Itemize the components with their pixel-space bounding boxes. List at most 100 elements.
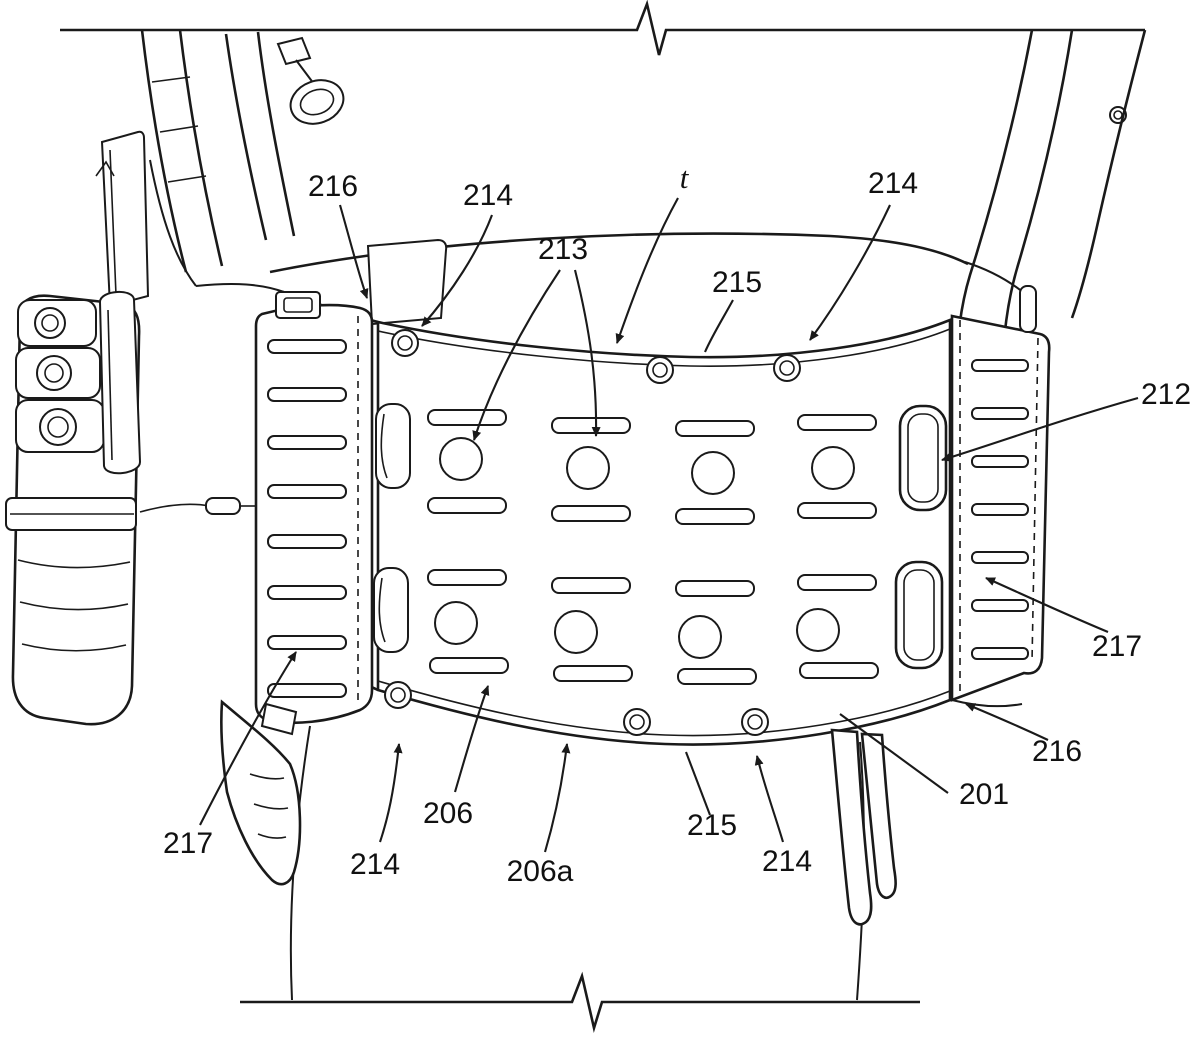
molle-slot: [427, 409, 507, 426]
grommet: [384, 681, 412, 709]
molle-slot: [797, 574, 877, 591]
pouch-grommet: [39, 408, 77, 446]
ref-label-217-right: 217: [1092, 630, 1142, 663]
ref-label-216-bottom-right: 216: [1032, 735, 1082, 768]
grommets: [384, 329, 801, 736]
panel-buckle: [275, 291, 321, 319]
ref-label-201: 201: [959, 778, 1009, 811]
molle-slot: [675, 420, 755, 437]
side-panel-left: [254, 291, 374, 725]
attachment-hooks-left: [373, 403, 411, 653]
leader-201: [839, 713, 949, 794]
grommet: [741, 708, 769, 736]
side-panel-right: [950, 285, 1051, 708]
hanging-strap: [860, 732, 897, 899]
grommet: [773, 354, 801, 382]
molle-slot: [267, 635, 347, 650]
molle-slot: [267, 387, 347, 402]
webbing-straps-right: [894, 404, 948, 670]
molle-slot: [971, 503, 1029, 516]
molle-slot: [971, 599, 1029, 612]
leader-t: [615, 197, 679, 344]
hanging-strap: [830, 728, 873, 926]
molle-slot: [551, 417, 631, 434]
molle-slot: [553, 665, 633, 682]
ref-label-214-top-left: 214: [463, 179, 513, 212]
molle-hole: [554, 610, 598, 654]
molle-hole: [811, 446, 855, 490]
ref-label-214-bottom-left: 214: [350, 848, 400, 881]
ref-label-212: 212: [1141, 378, 1191, 411]
molle-slots: [427, 409, 879, 685]
lower-flap: [220, 699, 302, 886]
molle-slot: [427, 569, 507, 586]
molle-hole: [439, 437, 483, 481]
ref-label-214-top-right: 214: [868, 167, 918, 200]
band-outline: [376, 318, 952, 746]
side-panel-right-outline: [950, 314, 1051, 702]
leader-214-top-left: [421, 214, 493, 327]
shoulder-strap-left: [140, 29, 296, 293]
leader-214-top-right: [809, 204, 891, 341]
molle-slot: [971, 647, 1029, 660]
molle-hole: [691, 451, 735, 495]
leader-216-top-left: [338, 204, 369, 299]
molle-slot: [267, 534, 347, 549]
leader-217-right: [985, 577, 1109, 633]
molle-slot: [551, 577, 631, 594]
grommet: [391, 329, 419, 357]
leader-214-bottom-right: [754, 755, 785, 843]
molle-slot: [429, 657, 509, 674]
webbing-strap: [894, 560, 944, 670]
molle-hole: [796, 608, 840, 652]
molle-slot: [427, 497, 507, 514]
molle-slot: [675, 508, 755, 525]
leader-212: [941, 396, 1139, 462]
webbing-strap: [898, 404, 948, 512]
pouch-cell: [17, 299, 97, 347]
leader-217-bottom-left: [199, 651, 297, 826]
leader-213-b: [573, 269, 601, 437]
pouch-grommet: [34, 307, 66, 339]
molle-slot: [971, 551, 1029, 564]
molle-slot: [677, 668, 757, 685]
leader-215-top: [704, 299, 734, 353]
panel-clip: [1019, 285, 1037, 333]
molle-hole: [678, 615, 722, 659]
molle-slot: [267, 339, 347, 354]
grommet: [623, 708, 651, 736]
molle-slot: [551, 505, 631, 522]
strap-grommet: [1109, 106, 1127, 124]
molle-slot: [797, 502, 877, 519]
molle-slot: [267, 435, 347, 450]
leader-213-a: [472, 269, 561, 441]
band-bottom-binding: [377, 680, 951, 737]
leader-216-bottom-right: [965, 703, 1049, 741]
panel-stitch-line: [1031, 337, 1039, 663]
cord-toggle: [139, 497, 256, 515]
radio-pouch: [95, 130, 150, 308]
molle-hole: [566, 446, 610, 490]
mag-pouch-tall: [98, 291, 142, 475]
clip-ring-icon: [289, 79, 345, 125]
ref-label-215-top: 215: [712, 266, 762, 299]
reference-labels: 216 214 213 t 215 214 212 217 216 201 21…: [163, 160, 1191, 888]
hanging-straps: [830, 728, 897, 926]
ref-label-t: t: [680, 160, 690, 195]
ref-label-206a: 206a: [507, 855, 574, 888]
molle-holes: [434, 437, 855, 659]
ref-label-216-top-left: 216: [308, 170, 358, 203]
molle-slot: [797, 414, 877, 431]
flap-tab: [260, 702, 298, 736]
grommet: [646, 356, 674, 384]
toggle-icon: [205, 497, 241, 515]
molle-slot: [971, 407, 1029, 420]
ref-label-214-bottom-right: 214: [762, 845, 812, 878]
pouch-cell: [15, 347, 101, 399]
ref-label-217-bottom-left: 217: [163, 827, 213, 860]
top-tab: [366, 238, 448, 326]
leader-206a: [543, 743, 571, 853]
molle-slot: [971, 359, 1029, 372]
